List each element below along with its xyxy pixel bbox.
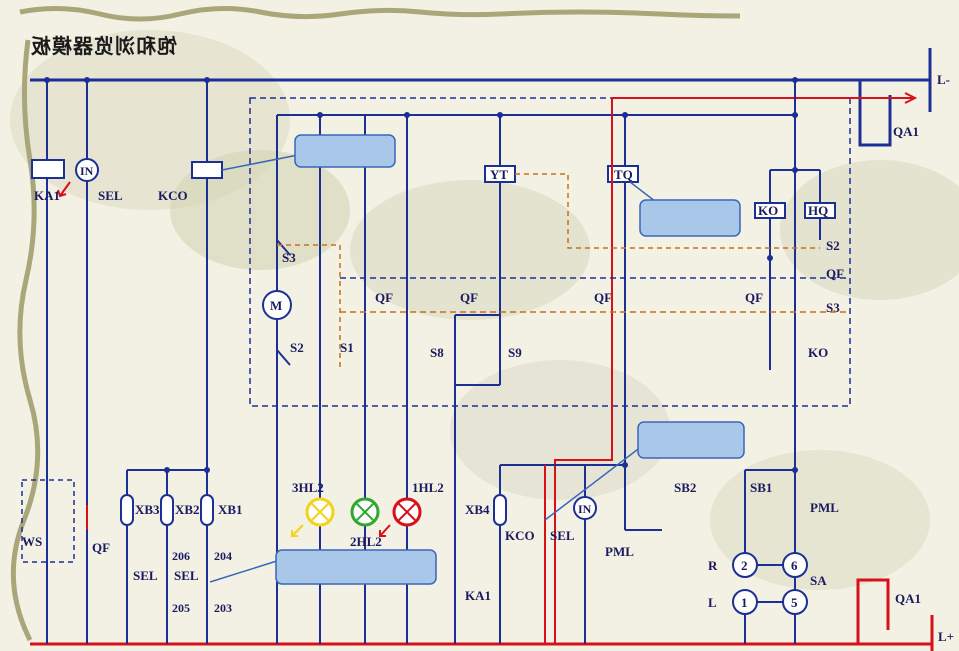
sel-in-circle-bottom — [573, 496, 597, 520]
mech-link-s3 — [277, 244, 341, 370]
pos-bus-label: L+ — [938, 629, 954, 644]
n205-label: 205 — [172, 601, 190, 615]
xb2-label: XB2 — [175, 502, 200, 517]
red-arrow-head — [904, 92, 918, 104]
s3-right-label: S3 — [826, 300, 840, 315]
sel-bot-label: SEL — [550, 528, 575, 543]
kco-coil — [191, 161, 223, 179]
svg-text:5: 5 — [791, 595, 798, 610]
svg-text:IN: IN — [578, 502, 592, 516]
lamp-1hl2-icon — [379, 497, 422, 537]
s1-label: S1 — [340, 340, 354, 355]
svg-text:HQ: HQ — [808, 203, 828, 218]
callout-kco — [221, 134, 396, 171]
xb2-terminal — [160, 494, 174, 526]
svg-text:IN: IN — [80, 164, 94, 178]
mech-link-yt — [515, 173, 820, 249]
svg-text:TQ: TQ — [614, 167, 633, 182]
ka1-bot-label: KA1 — [465, 588, 491, 603]
2hl2-label: 2HL2 — [350, 534, 382, 549]
xb3-terminal — [120, 494, 134, 526]
s2-right-label: S2 — [826, 238, 840, 253]
breaker-mechanism-enclosure — [249, 97, 851, 407]
3hl2-label: 3HL2 — [292, 480, 324, 495]
qa1-bottom-loop — [856, 578, 890, 644]
r-label: R — [708, 558, 718, 573]
qf-ws-label: QF — [92, 540, 110, 555]
vine-left — [10, 39, 41, 642]
s9-label: S9 — [508, 345, 522, 360]
l-label: L — [708, 595, 717, 610]
ko-coil — [754, 202, 786, 219]
motor-icon — [262, 290, 292, 320]
n206-label: 206 — [172, 549, 190, 563]
kco-bot-label: KCO — [505, 528, 535, 543]
callout-sel-xb — [209, 549, 437, 585]
lamp-2hl2-icon — [350, 497, 380, 527]
svg-text:6: 6 — [791, 558, 798, 573]
1hl2-label: 1HL2 — [412, 480, 444, 495]
qa1-bottom-label: QA1 — [895, 591, 921, 606]
xb4-label: XB4 — [465, 502, 490, 517]
tq-coil — [607, 165, 639, 183]
kco-top-label: KCO — [158, 188, 188, 203]
sel-top-label: SEL — [98, 188, 123, 203]
s2-left-label: S2 — [290, 340, 304, 355]
n204-label: 204 — [214, 549, 232, 563]
ka1-top-label: KA1 — [34, 188, 60, 203]
pml-label-1: PML — [605, 544, 634, 559]
ko-bottom-label: KO — [808, 345, 828, 360]
junction-dots — [44, 77, 798, 473]
qf-label-3: QF — [594, 290, 612, 305]
sa-label: SA — [810, 573, 827, 588]
xb4-terminal — [493, 494, 507, 526]
vine-top — [19, 5, 741, 22]
ws-box — [21, 479, 75, 563]
qf-label-1: QF — [375, 290, 393, 305]
pml-label-2: PML — [810, 500, 839, 515]
lamp-3hl2-icon — [291, 497, 335, 537]
sel-label-2: SEL — [174, 568, 199, 583]
xb1-terminal — [200, 494, 214, 526]
svg-text:1: 1 — [741, 595, 748, 610]
qf-label-2: QF — [460, 290, 478, 305]
sel-in-circle — [75, 158, 99, 182]
svg-text:KO: KO — [758, 203, 778, 218]
xb1-label: XB1 — [218, 502, 243, 517]
neg-bus-label: L- — [937, 72, 950, 87]
ws-label: WS — [22, 534, 42, 549]
red-control-line — [554, 98, 613, 644]
ka1-relay-coil — [31, 159, 65, 179]
s3-left-label: S3 — [282, 250, 296, 265]
qf-label-4: QF — [745, 290, 763, 305]
qa1-top-loop — [858, 80, 892, 147]
sel-label-1: SEL — [133, 568, 158, 583]
hq-coil — [804, 202, 836, 219]
n203-label: 203 — [214, 601, 232, 615]
s8-label: S8 — [430, 345, 444, 360]
qa1-top-label: QA1 — [893, 124, 919, 139]
svg-text:M: M — [270, 298, 282, 313]
sb2-label: SB2 — [674, 480, 696, 495]
ka1-arrow-icon — [57, 181, 71, 198]
svg-text:2: 2 — [741, 558, 748, 573]
callout-tq — [629, 181, 741, 237]
sb1-label: SB1 — [750, 480, 772, 495]
xb3-label: XB3 — [135, 502, 160, 517]
svg-text:YT: YT — [490, 167, 508, 182]
callout-sel-bottom — [544, 421, 745, 521]
